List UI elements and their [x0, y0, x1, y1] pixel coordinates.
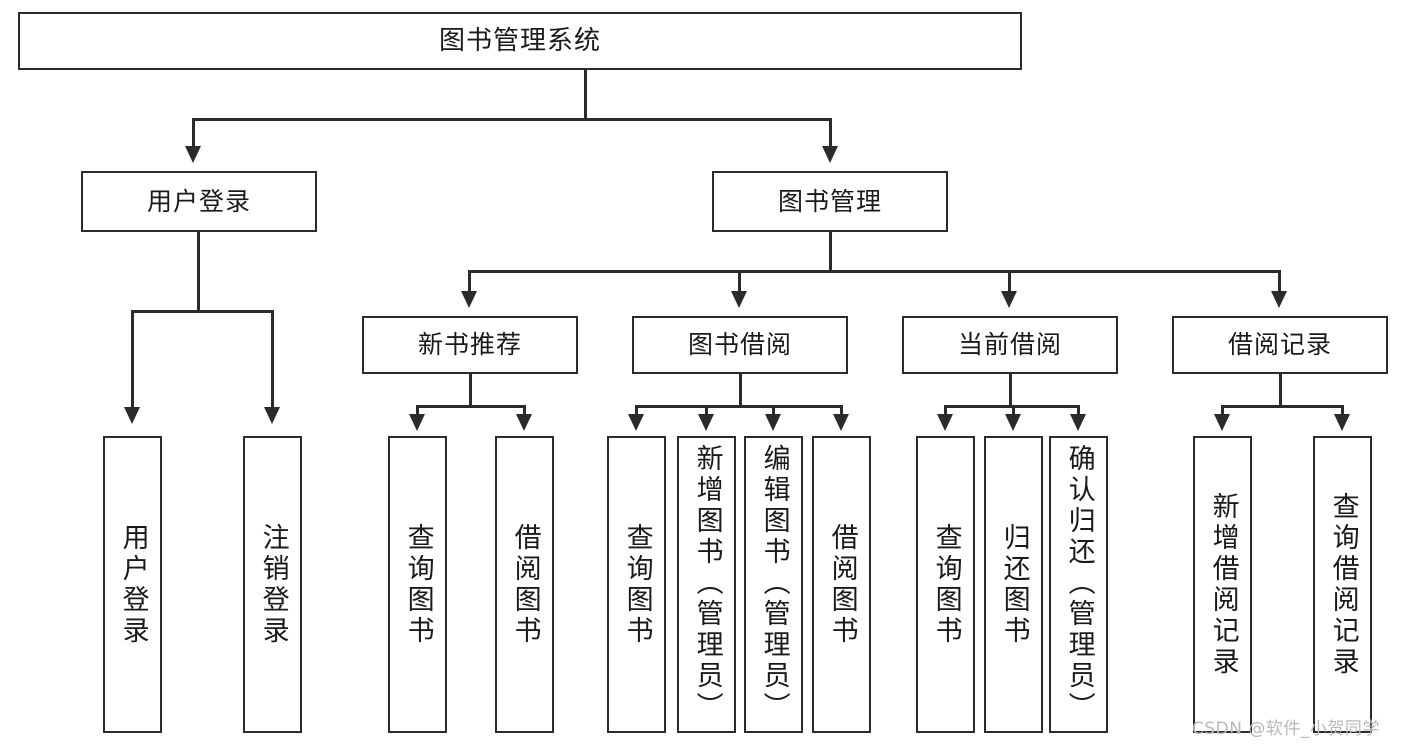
node-new-book-recommend[interactable]: 新书推荐: [362, 316, 578, 374]
connector-user-login-stem: [197, 232, 200, 312]
arrow-current-borrow-leaf-3: [1070, 414, 1086, 431]
connector-borrow-record-leaf-1: [1221, 405, 1224, 419]
node-label: 查询图书: [621, 522, 653, 647]
node-borrow-record[interactable]: 借阅记录: [1172, 316, 1388, 374]
node-label: 确认归还（管理员）: [1063, 444, 1095, 723]
node-label: 图书借阅: [687, 330, 792, 360]
leaf-return-book[interactable]: 归还图书: [984, 436, 1043, 733]
arrow-to-current-borrow: [1001, 291, 1017, 308]
leaf-user-login[interactable]: 用户登录: [103, 436, 162, 733]
leaf-borrow-book-recommend[interactable]: 借阅图书: [495, 436, 554, 733]
arrow-book-borrow-leaf-2: [698, 414, 714, 431]
connector-book-borrow-bus: [635, 405, 843, 408]
node-book-borrow[interactable]: 图书借阅: [632, 316, 848, 374]
node-user-login[interactable]: 用户登录: [81, 171, 317, 232]
connector-new-book-bus: [416, 405, 526, 408]
node-label: 当前借阅: [957, 330, 1062, 360]
node-label: 归还图书: [998, 522, 1030, 647]
connector-book-borrow-leaf-3: [772, 405, 775, 419]
leaf-query-borrow-record[interactable]: 查询借阅记录: [1313, 436, 1372, 733]
arrow-new-book-leaf-1: [409, 414, 425, 431]
watermark-text: CSDN @软件_小贺同学: [1192, 719, 1380, 739]
arrow-borrow-record-leaf-2: [1334, 414, 1350, 431]
leaf-add-borrow-record[interactable]: 新增借阅记录: [1193, 436, 1252, 733]
connector-current-borrow-leaf-2: [1012, 405, 1015, 419]
node-label: 借阅图书: [509, 522, 541, 647]
node-label: 查询借阅记录: [1327, 491, 1359, 678]
connector-root-bus: [192, 118, 832, 121]
connector-current-borrow-leaf-1: [944, 405, 947, 419]
arrow-book-borrow-leaf-1: [628, 414, 644, 431]
arrow-to-book-borrow: [731, 291, 747, 308]
node-label: 图书管理系统: [438, 25, 601, 56]
node-label: 用户登录: [146, 186, 251, 216]
connector-root-to-book-manage: [829, 118, 832, 148]
connector-to-book-borrow: [738, 270, 741, 293]
leaf-add-book-admin[interactable]: 新增图书（管理员）: [677, 436, 736, 733]
node-label: 用户登录: [117, 522, 149, 647]
connector-root-to-user-login: [192, 118, 195, 148]
connector-user-login-to-leaf-2: [271, 310, 274, 410]
node-label: 新增借阅记录: [1207, 491, 1239, 678]
connector-user-login-bus: [131, 310, 274, 313]
arrow-current-borrow-leaf-2: [1005, 414, 1021, 431]
connector-new-book-leaf-2: [523, 405, 526, 419]
connector-book-manage-stem: [829, 232, 832, 272]
node-label: 查询图书: [402, 522, 434, 647]
arrow-book-borrow-leaf-4: [833, 414, 849, 431]
connector-current-borrow-stem: [1009, 374, 1012, 407]
connector-level2-bus: [468, 270, 1280, 273]
connector-new-book-leaf-1: [416, 405, 419, 419]
node-label: 新增图书（管理员）: [691, 444, 723, 723]
connector-to-current-borrow: [1008, 270, 1011, 293]
leaf-search-book-current[interactable]: 查询图书: [916, 436, 975, 733]
connector-root-stem: [584, 70, 587, 119]
arrow-new-book-leaf-2: [516, 414, 532, 431]
node-label: 编辑图书（管理员）: [758, 444, 790, 723]
connector-borrow-record-stem: [1279, 374, 1282, 407]
leaf-borrow-book[interactable]: 借阅图书: [812, 436, 871, 733]
arrow-book-borrow-leaf-3: [765, 414, 781, 431]
node-current-borrow[interactable]: 当前借阅: [902, 316, 1118, 374]
leaf-search-book-borrow[interactable]: 查询图书: [607, 436, 666, 733]
arrow-borrow-record-leaf-1: [1214, 414, 1230, 431]
leaf-edit-book-admin[interactable]: 编辑图书（管理员）: [744, 436, 803, 733]
node-label: 图书管理: [777, 186, 882, 216]
connector-to-borrow-record: [1278, 270, 1281, 293]
connector-borrow-record-leaf-2: [1341, 405, 1344, 419]
arrow-to-login-leaf-2: [264, 407, 280, 424]
leaf-search-book-recommend[interactable]: 查询图书: [388, 436, 447, 733]
connector-book-borrow-stem: [739, 374, 742, 407]
node-label: 查询图书: [930, 522, 962, 647]
arrow-to-book-manage: [822, 146, 838, 163]
node-label: 新书推荐: [417, 330, 522, 360]
connector-book-borrow-leaf-2: [705, 405, 708, 419]
node-label: 注销登录: [257, 522, 289, 647]
connector-borrow-record-bus: [1221, 405, 1343, 408]
arrow-to-user-login: [185, 146, 201, 163]
node-root-library-system[interactable]: 图书管理系统: [18, 12, 1022, 70]
arrow-to-new-book-recommend: [461, 291, 477, 308]
leaf-confirm-return-admin[interactable]: 确认归还（管理员）: [1049, 436, 1108, 733]
node-label: 借阅记录: [1227, 330, 1332, 360]
connector-new-book-stem: [469, 374, 472, 407]
connector-to-new-book-recommend: [468, 270, 471, 293]
connector-book-borrow-leaf-4: [840, 405, 843, 419]
arrow-to-login-leaf-1: [124, 407, 140, 424]
arrow-current-borrow-leaf-1: [937, 414, 953, 431]
node-book-management[interactable]: 图书管理: [712, 171, 948, 232]
arrow-to-borrow-record: [1271, 291, 1287, 308]
connector-user-login-to-leaf-1: [131, 310, 134, 410]
leaf-logout[interactable]: 注销登录: [243, 436, 302, 733]
connector-book-borrow-leaf-1: [635, 405, 638, 419]
node-label: 借阅图书: [826, 522, 858, 647]
connector-current-borrow-leaf-3: [1077, 405, 1080, 419]
